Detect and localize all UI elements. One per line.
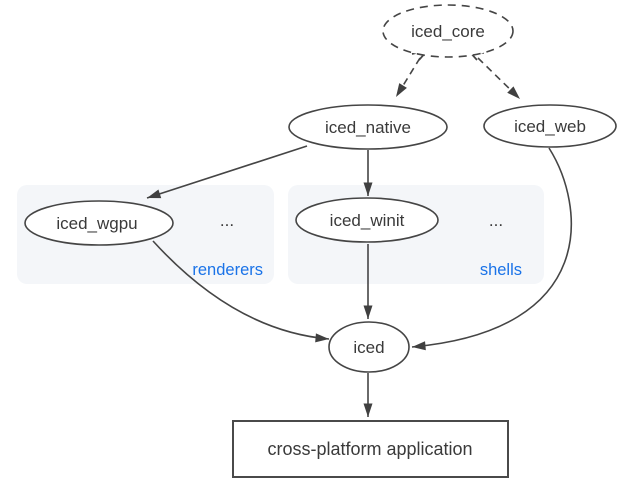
edge-iced-core-to-iced-web [477, 57, 521, 100]
application-node [232, 420, 509, 478]
shells-group-label: shells [480, 261, 522, 279]
iced-label: iced [353, 338, 384, 357]
iced-winit-node [295, 197, 439, 243]
iced-wgpu-node [24, 200, 174, 246]
iced-wgpu-label: iced_wgpu [56, 214, 137, 233]
edge-iced-native-to-iced-wgpu [146, 145, 308, 199]
iced-native-label: iced_native [325, 118, 411, 137]
iced-winit-label: iced_winit [330, 211, 405, 230]
edge-iced-core-to-iced-native [395, 57, 421, 98]
iced-node [328, 321, 410, 373]
iced-native-node [288, 104, 448, 150]
renderers-ellipsis: ... [220, 211, 234, 230]
iced-core-label: iced_core [411, 22, 485, 41]
iced-core-node [382, 4, 514, 58]
shells-ellipsis: ... [489, 211, 503, 230]
iced-web-label: iced_web [514, 117, 586, 136]
renderers-group-label: renderers [192, 261, 263, 279]
iced-web-node [483, 104, 617, 148]
edge-iced-web-to-iced [411, 147, 573, 351]
edge-iced-wgpu-to-iced [152, 240, 330, 343]
application-label: cross-platform application [267, 439, 472, 459]
